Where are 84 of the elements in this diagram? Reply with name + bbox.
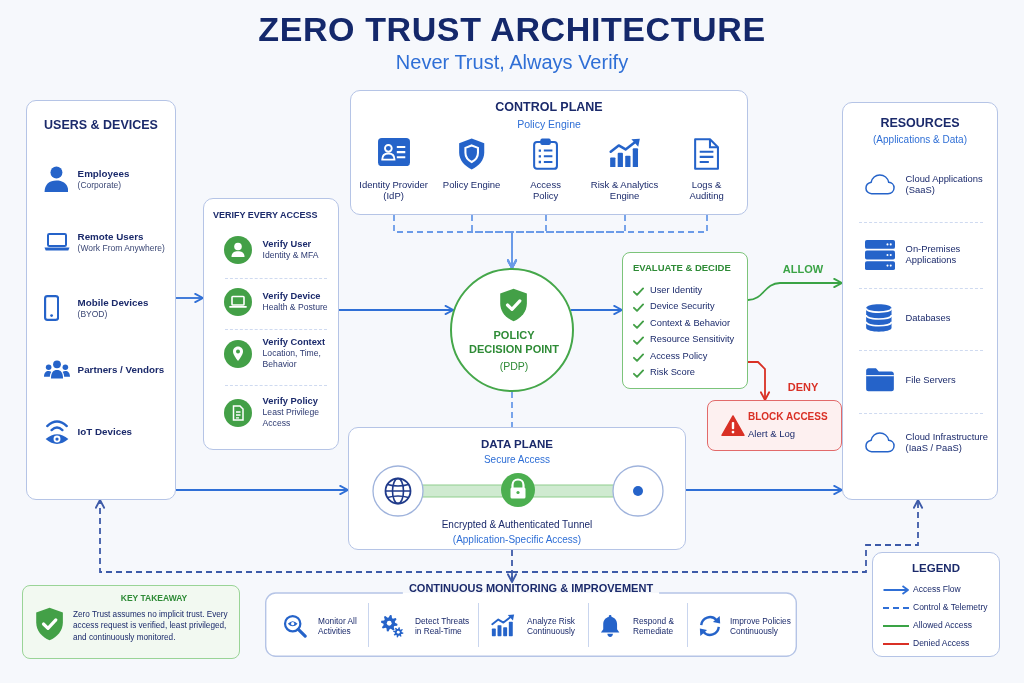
arrow (685, 484, 843, 496)
checklist-box (622, 252, 748, 389)
legend-label: Allowed Access (913, 620, 973, 631)
tunnel-note: (Application-Specific Access) (452, 534, 582, 547)
page-title: ZERO TRUST ARCHITECTURE (258, 9, 766, 50)
check-title: Verify Device (262, 290, 321, 303)
arrow (175, 292, 204, 304)
arrow (747, 361, 771, 401)
dashed-arrow (506, 214, 708, 269)
legend-label: Access Flow (913, 584, 961, 595)
alert-box (707, 400, 842, 451)
page-subtitle: Never Trust, Always Verify (395, 50, 629, 75)
item-label: Databases (905, 311, 951, 324)
panel-title: VERIFY EVERY ACCESS (213, 210, 318, 222)
item-label: Logs & Auditing (688, 178, 725, 203)
check-note: Identity & MFA (262, 250, 319, 261)
item-label: Identity Provider (IdP) (358, 178, 429, 203)
panel-title: USERS & DEVICES (44, 118, 158, 134)
item-label: Policy Engine (442, 178, 501, 191)
item-note: (Work From Anywhere) (77, 242, 165, 253)
panel-title: RESOURCES (880, 116, 960, 132)
resources-panel (842, 102, 998, 500)
checklist-item: Access Policy (650, 350, 708, 363)
panel-title: EVALUATE & DECIDE (633, 262, 731, 274)
arrow (747, 277, 843, 301)
node-title: POLICY DECISION POINT (468, 329, 560, 357)
users-panel (26, 100, 176, 500)
tunnel-caption: Encrypted & Authenticated Tunnel (441, 519, 593, 532)
panel-title: KEY TAKEAWAY (119, 593, 189, 604)
item-label: Improve Policies Continuously (730, 615, 792, 636)
item-label: Remote Users (77, 230, 144, 243)
item-note: (Corporate) (77, 179, 122, 190)
checklist-item: Device Security (650, 301, 715, 313)
check-title: Verify Context (262, 337, 326, 349)
item-label: Cloud Applications (905, 172, 983, 185)
item-label: Analyze Risk Continuously (527, 615, 576, 636)
panel-subtitle: (Applications & Data) (873, 134, 967, 147)
alert-note: Alert & Log (748, 428, 795, 440)
takeaway-text: Zero Trust assumes no implicit trust. Every access request is verified, least privileged, and continuously monitored. (73, 609, 229, 644)
monitoring-panel (265, 582, 797, 657)
item-note: (BYOD) (77, 308, 108, 319)
dashed-arrow (511, 499, 924, 583)
check-title: Verify User (262, 238, 312, 251)
item-label: Cloud Infrastructure (905, 430, 988, 443)
item-label: (IaaS / PaaS) (905, 442, 962, 455)
panel-title: CONTROL PLANE (495, 100, 603, 116)
arrow (569, 304, 623, 316)
control-panel (350, 90, 748, 215)
checklist-item: Risk Score (650, 367, 695, 379)
verify-panel (203, 198, 339, 450)
legend-label: Denied Access (913, 638, 970, 649)
item-label: Access Policy (529, 178, 562, 203)
data-plane-panel (348, 427, 686, 550)
check-title: Verify Policy (262, 396, 318, 408)
checklist-item: Context & Behavior (650, 317, 731, 330)
panel-subtitle: Policy Engine (517, 118, 581, 132)
node-note: (PDP) (498, 360, 530, 374)
dashed-line (511, 391, 513, 428)
item-label: IoT Devices (77, 425, 133, 438)
item-label: Monitor All Activities (318, 615, 358, 636)
takeaway-box (22, 585, 240, 659)
alert-title: BLOCK ACCESS (748, 411, 828, 424)
panel-title: DATA PLANE (481, 437, 553, 452)
dashed-arrow (506, 549, 518, 583)
check-note: Location, Time, Behavior (262, 348, 322, 371)
check-note: Least Privilege Access (262, 407, 320, 430)
item-label: Employees (77, 167, 130, 180)
legend-title: LEGEND (912, 561, 960, 576)
item-label: Partners / Vendors (77, 363, 165, 376)
item-label: (SaaS) (905, 184, 935, 197)
check-note: Health & Posture (262, 302, 328, 313)
checklist-item: User Identity (650, 285, 703, 297)
item-label: Risk & Analytics Engine (589, 178, 660, 203)
panel-subtitle: Secure Access (483, 454, 551, 467)
arrow (338, 304, 455, 316)
item-label: Respond & Remediate (633, 615, 676, 636)
legend-label: Control & Telemetry (913, 602, 988, 613)
item-label: Mobile Devices (77, 296, 149, 309)
item-label: Detect Threats in Real-Time (415, 615, 471, 636)
arrow (175, 484, 349, 496)
checklist-item: Resource Sensitivity (650, 334, 735, 346)
item-label: File Servers (905, 373, 956, 386)
item-label: On-Premises Applications (905, 242, 962, 267)
panel-title: CONTINUOUS MONITORING & IMPROVEMENT (408, 582, 654, 596)
